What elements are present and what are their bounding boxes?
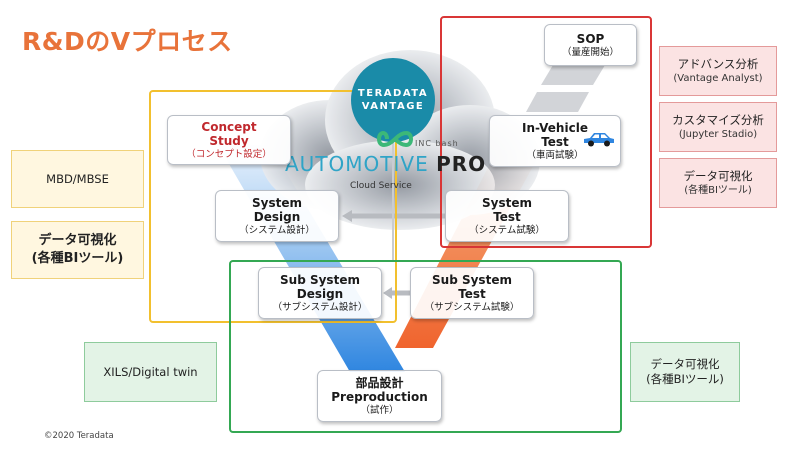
infinity-logo-icon xyxy=(377,131,413,147)
node-subtitle: （システム設計） xyxy=(239,224,315,236)
side-box-advanced-analytics: アドバンス分析 (Vantage Analyst) xyxy=(659,46,777,96)
automotive-pro-wordmark: AUTOMOTIVE PRO xyxy=(285,152,486,176)
yellow-scope-frame xyxy=(149,90,397,323)
logo-line1: TERADATA xyxy=(357,88,429,99)
gray-stripe-lower xyxy=(526,92,589,112)
node-subsystem-test: Sub System Test （サブシステム試験） xyxy=(410,267,534,319)
side-box-subtitle: (各種BIツール) xyxy=(31,251,124,266)
side-box-title: データ可視化 xyxy=(650,357,720,371)
page-title: R&DのVプロセス xyxy=(22,27,233,56)
copyright-text: ©2020 Teradata xyxy=(44,431,114,441)
node-system-design: System Design （システム設計） xyxy=(215,190,339,242)
side-box-title: データ可視化 xyxy=(38,233,117,248)
green-scope-frame xyxy=(229,260,622,433)
logo-line2: VANTAGE xyxy=(361,101,425,112)
side-box-xils-digital-twin: XILS/Digital twin xyxy=(84,342,217,402)
side-box-title: MBD/MBSE xyxy=(46,171,109,186)
side-box-mbd-mbse: MBD/MBSE xyxy=(11,150,144,208)
node-title: Sub System Test xyxy=(432,272,512,301)
side-box-custom-analytics: カスタマイズ分析 (Jupyter Stadio) xyxy=(659,102,777,152)
node-title: System Design xyxy=(252,195,302,224)
side-box-title: カスタマイズ分析 xyxy=(672,113,764,127)
arrow-subsystem-head xyxy=(383,287,392,299)
automotive-word: AUTOMOTIVE xyxy=(285,152,429,176)
side-box-subtitle: (Jupyter Stadio) xyxy=(678,129,758,140)
node-subtitle: （コンセプト設定） xyxy=(186,148,272,160)
node-title: Sub System Design xyxy=(280,272,360,301)
node-preproduction: 部品設計 Preproduction （試作） xyxy=(317,370,442,422)
red-scope-frame xyxy=(440,16,652,248)
arrow-system-head xyxy=(342,210,352,222)
node-subtitle: （車両試験） xyxy=(526,149,584,161)
node-subtitle: （試作） xyxy=(360,404,399,416)
gray-stripe-upper xyxy=(541,65,605,85)
side-box-subtitle: (各種BIツール) xyxy=(646,372,724,386)
node-subtitle: （システム試験） xyxy=(469,224,545,236)
node-title: 部品設計 Preproduction xyxy=(331,375,428,404)
cloud-service-label: Cloud Service xyxy=(350,181,412,191)
teradata-vantage-logo: TERADATA VANTAGE xyxy=(351,58,435,142)
node-title: System Test xyxy=(482,195,532,224)
inc-bash-label: INC bash xyxy=(415,139,459,148)
side-box-title: XILS/Digital twin xyxy=(103,364,198,379)
side-box-title: データ可視化 xyxy=(683,169,753,183)
node-title: In-Vehicle Test xyxy=(522,120,588,149)
side-box-data-viz-top: データ可視化 (各種BIツール) xyxy=(659,158,777,208)
node-title: SOP xyxy=(576,31,605,46)
side-box-subtitle: (Vantage Analyst) xyxy=(673,73,763,84)
side-box-subtitle: (各種BIツール) xyxy=(684,185,752,196)
node-subtitle: （量産開始） xyxy=(561,46,619,58)
node-concept-study: Concept Study （コンセプト設定） xyxy=(167,115,291,165)
side-box-data-viz-left: データ可視化 (各種BIツール) xyxy=(11,221,144,279)
node-system-test: System Test （システム試験） xyxy=(445,190,569,242)
node-sop: SOP （量産開始） xyxy=(544,24,637,66)
pro-word: PRO xyxy=(436,152,487,176)
side-box-title: アドバンス分析 xyxy=(677,57,759,71)
node-subtitle: （サブシステム設計） xyxy=(272,301,368,313)
node-subsystem-design: Sub System Design （サブシステム設計） xyxy=(258,267,382,319)
side-box-data-viz-bottom: データ可視化 (各種BIツール) xyxy=(630,342,740,402)
car-icon xyxy=(584,133,614,147)
node-title: Concept Study xyxy=(201,119,257,148)
node-in-vehicle-test: In-Vehicle Test （車両試験） xyxy=(489,115,621,167)
node-subtitle: （サブシステム試験） xyxy=(424,301,520,313)
